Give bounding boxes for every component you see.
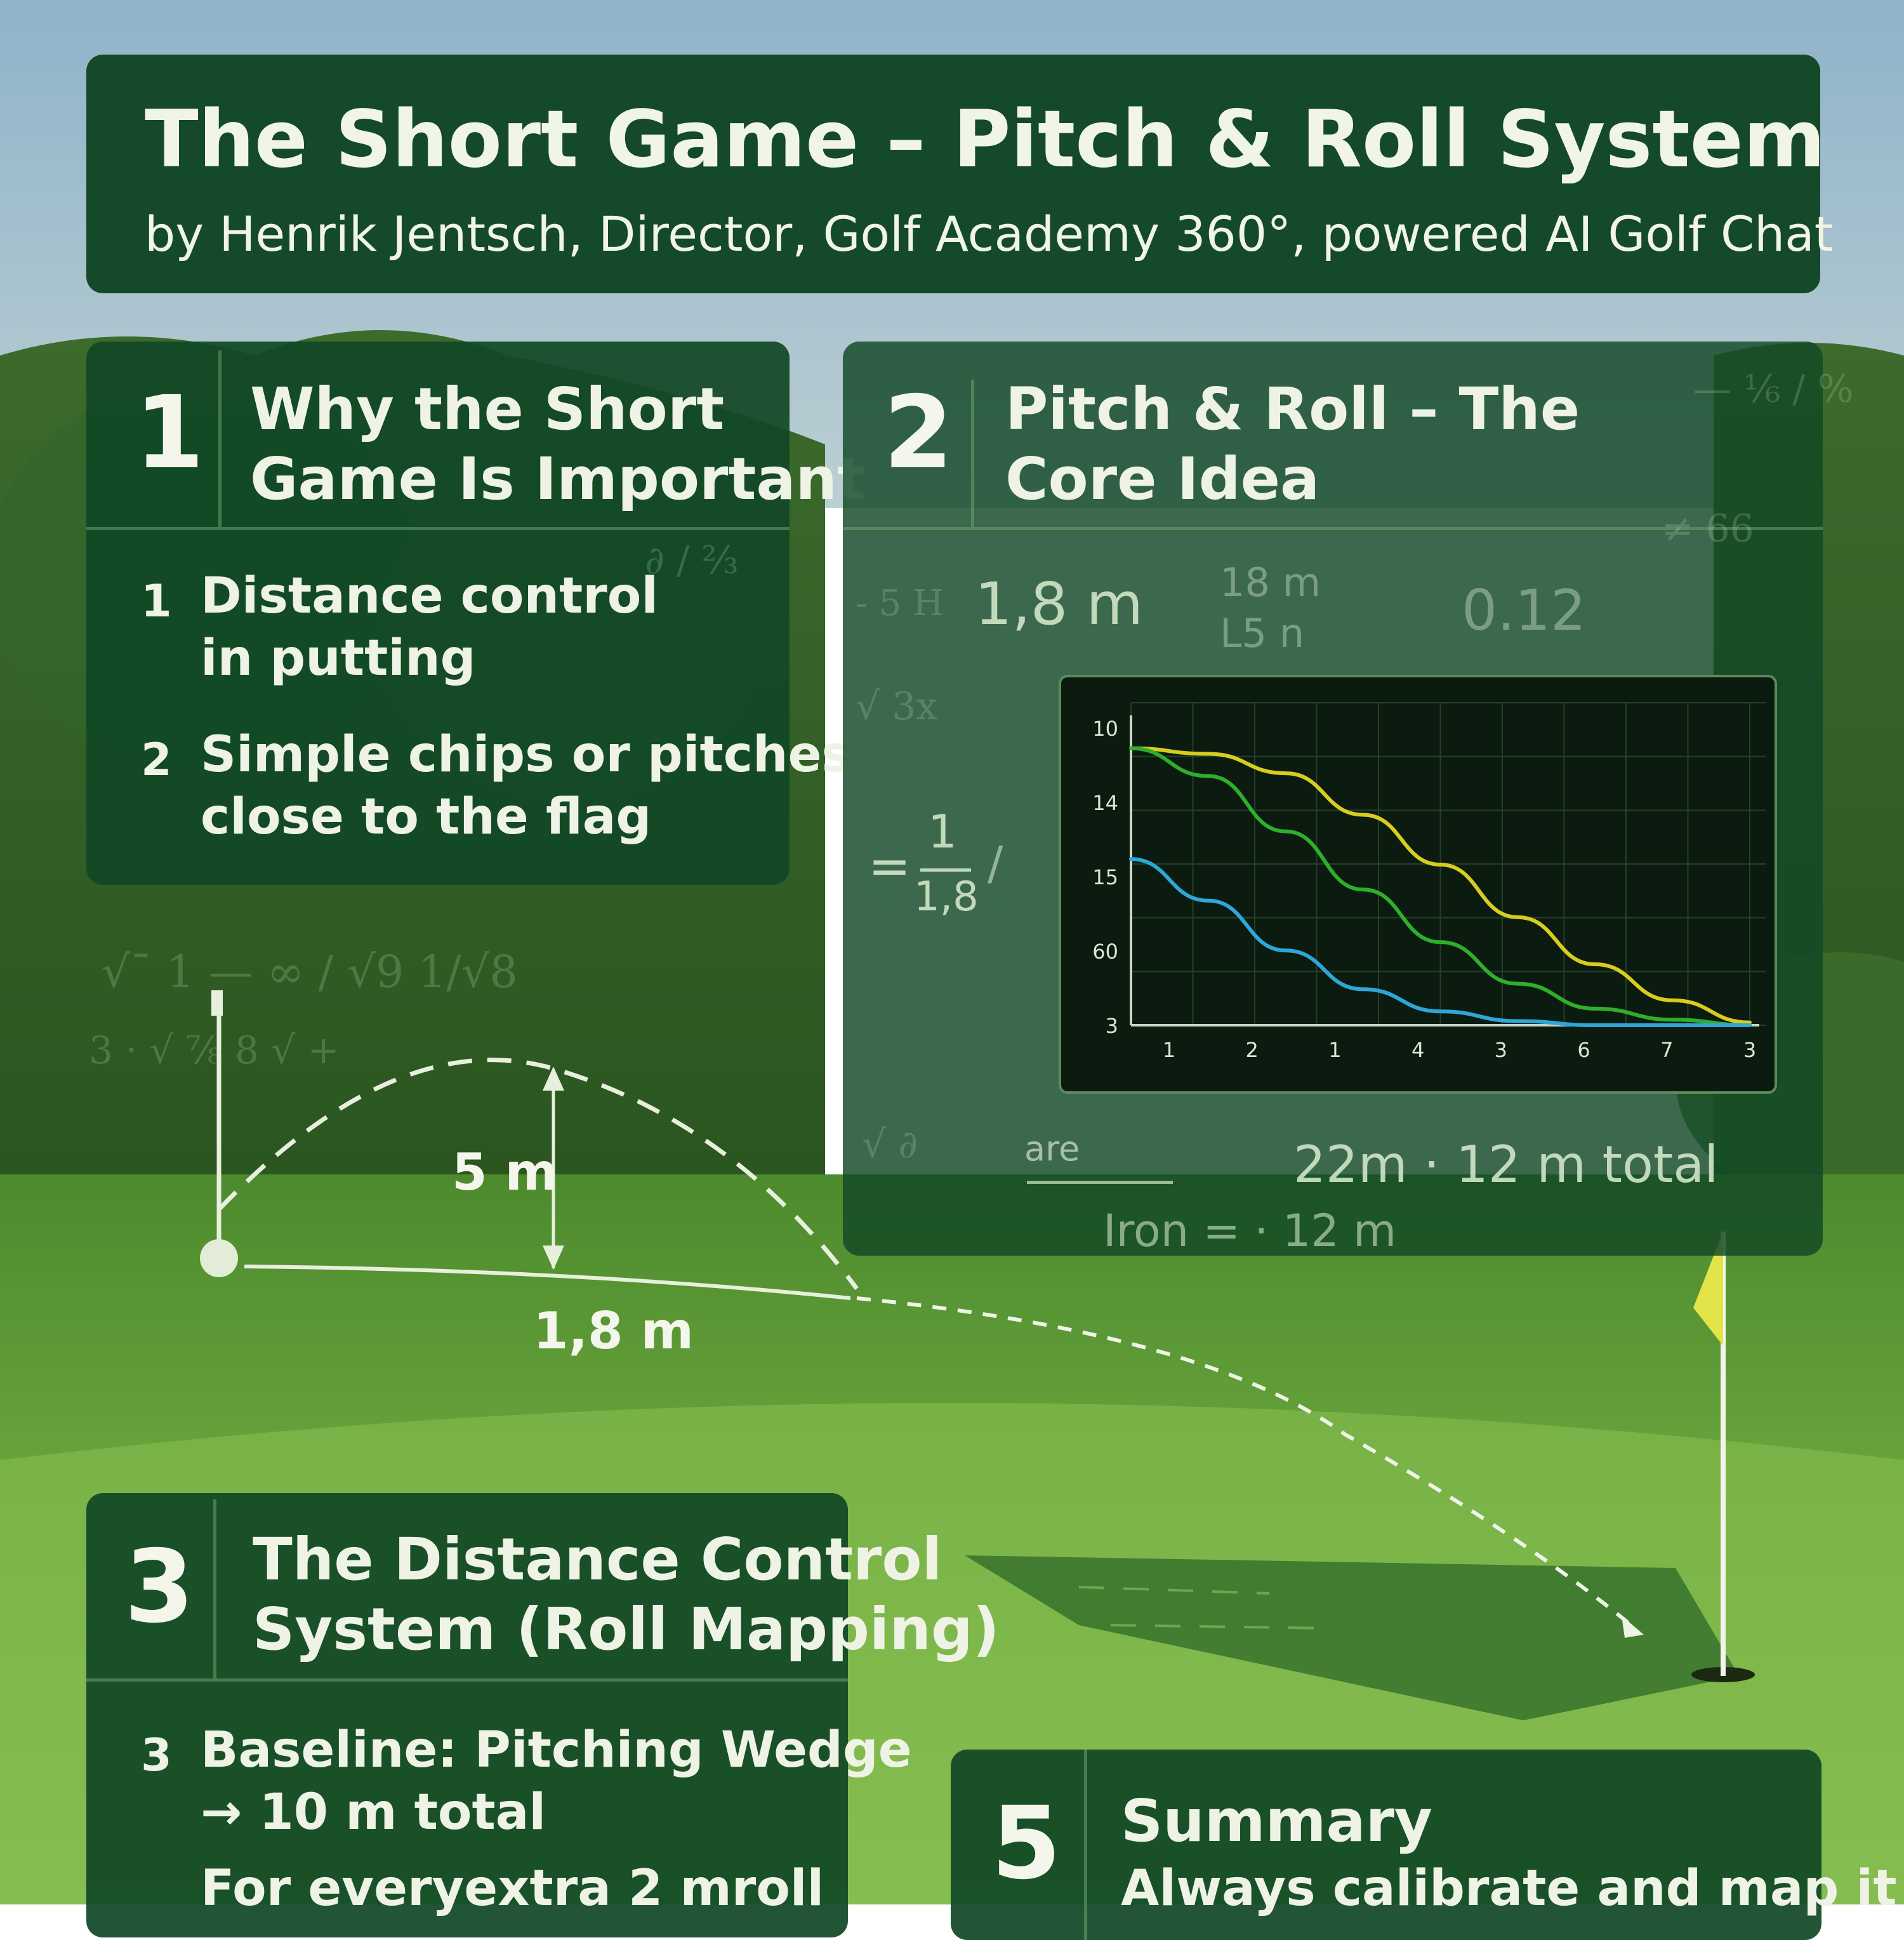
- x-tick-label: 3: [1743, 1038, 1756, 1062]
- slash: /: [988, 837, 1003, 890]
- divider: [1084, 1750, 1087, 1940]
- y-tick-label: 10: [1092, 717, 1118, 741]
- divider: [213, 1499, 216, 1678]
- chalk-decoration: ∂ ∕ ⅔: [645, 538, 739, 583]
- fraction-bar: [920, 868, 971, 872]
- series-line-3: [1129, 857, 1752, 1027]
- x-tick-label: 3: [1495, 1038, 1507, 1062]
- section-number: 5: [991, 1785, 1061, 1902]
- list-item: For everyextra 2 mroll: [201, 1860, 824, 1917]
- x-tick-label: 1: [1328, 1038, 1341, 1062]
- formula-prefix: are: [1024, 1129, 1080, 1169]
- list-item: Baseline: Pitching Wedge→ 10 m total: [201, 1722, 912, 1841]
- x-tick-label: 6: [1577, 1038, 1590, 1062]
- chalk-decoration: √ ∂: [862, 1122, 918, 1167]
- divider: [86, 527, 790, 530]
- fraction-numerator: 1: [928, 805, 957, 858]
- x-tick-label: 7: [1660, 1038, 1673, 1062]
- section-number: 3: [124, 1529, 194, 1645]
- distance-label: 1,8 m: [533, 1301, 694, 1360]
- section-number: 2: [883, 375, 953, 491]
- value-label: 0.12: [1462, 578, 1586, 643]
- chalk-decoration: 3 · √ ⅞ 8 √ +: [89, 1028, 340, 1073]
- page-subtitle: by Henrik Jentsch, Director, Golf Academ…: [145, 206, 1834, 262]
- height-label: 5 m: [452, 1143, 558, 1202]
- y-tick-label: 14: [1092, 791, 1118, 815]
- divider: [218, 350, 221, 527]
- chalk-decoration: √¯ 1 — ∞ ∕ √9 1/√8: [102, 946, 518, 998]
- chalk-decoration: - 5 H: [856, 583, 944, 624]
- y-tick-label: 60: [1092, 940, 1118, 964]
- summary-text: Always calibrate and map it: [1121, 1860, 1897, 1917]
- x-tick-label: 1: [1163, 1038, 1175, 1062]
- list-item-number: 1: [141, 575, 172, 627]
- list-item-number: 3: [141, 1729, 172, 1781]
- section-5-panel: 5 Summary Always calibrate and map it: [951, 1750, 1897, 1940]
- section-title: Summary: [1121, 1787, 1432, 1855]
- formula-line: [1027, 1181, 1173, 1184]
- value-label: 1,8 m: [975, 570, 1144, 638]
- series-line-1: [1129, 746, 1752, 1025]
- x-tick-label: 2: [1246, 1038, 1259, 1062]
- chalk-decoration: √ 3x: [856, 684, 938, 729]
- section-number: 1: [135, 375, 204, 491]
- title-panel: The Short Game – Pitch & Roll System by …: [86, 55, 1834, 293]
- flag-icon: [1693, 1232, 1723, 1346]
- series-line-2: [1129, 746, 1752, 1027]
- formula: Iron = · 12 m: [1103, 1205, 1397, 1257]
- divider: [971, 380, 974, 527]
- x-tick-label: 4: [1411, 1038, 1424, 1062]
- y-tick-label: 3: [1106, 1014, 1118, 1038]
- y-tick-label: 15: [1092, 865, 1118, 889]
- page-title: The Short Game – Pitch & Roll System: [145, 94, 1825, 185]
- formula: 22m · 12 m total: [1293, 1135, 1719, 1194]
- chalk-decoration: — ⅙ ∕ %: [1693, 367, 1854, 411]
- fraction-denominator: 1,8: [914, 874, 979, 920]
- equals-sign: =: [868, 837, 911, 896]
- divider: [86, 1678, 848, 1682]
- chalk-decoration: ≠ 66: [1662, 507, 1754, 551]
- divider: [843, 527, 1823, 530]
- list-item-number: 2: [141, 734, 172, 786]
